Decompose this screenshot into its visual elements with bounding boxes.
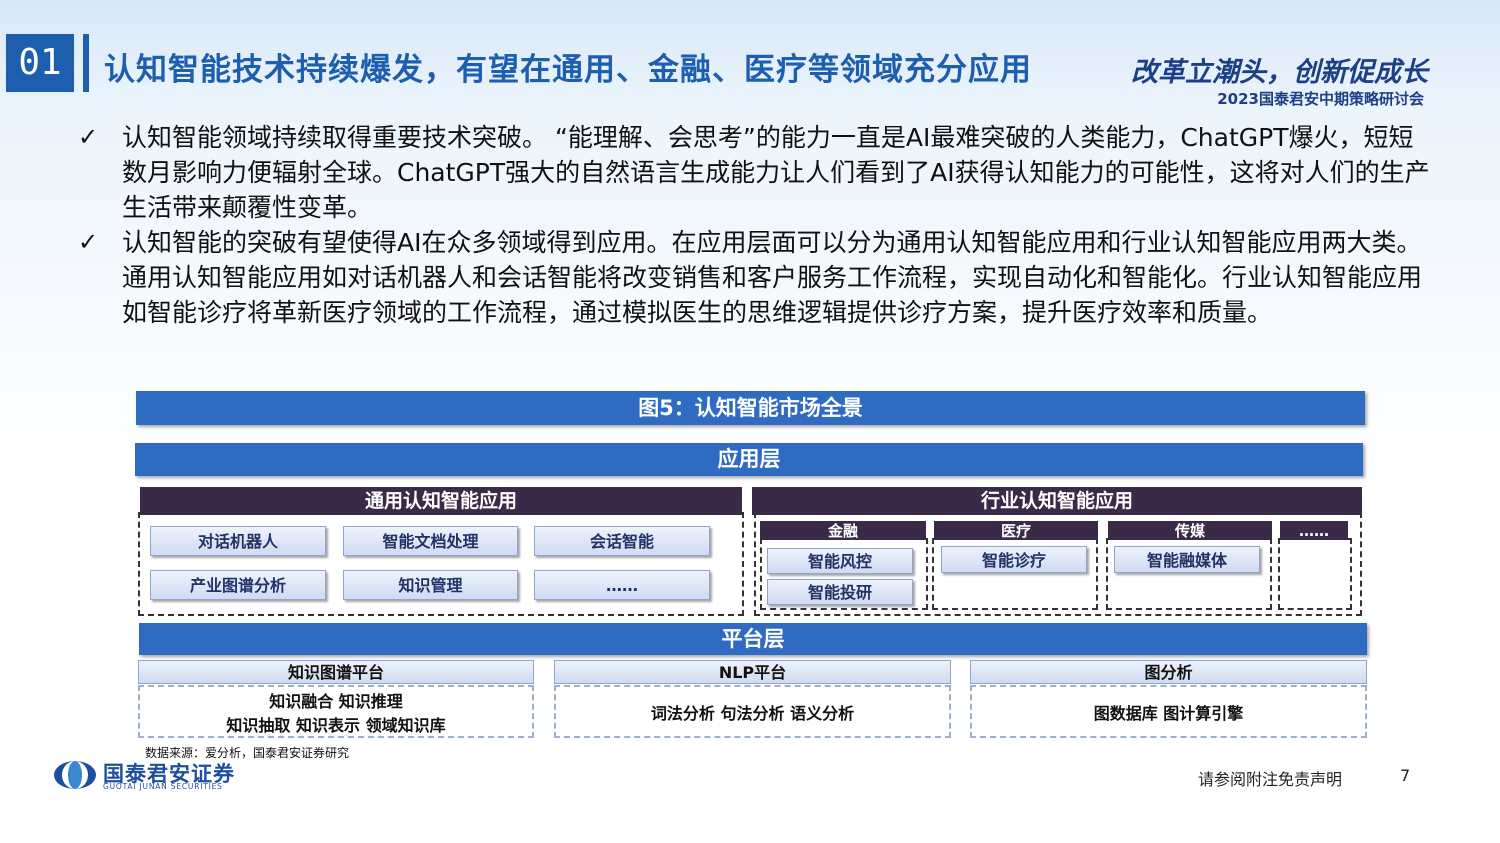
slogan: 改革立潮头，创新促成长 [1131,57,1428,88]
platform-features: 图数据库 图计算引擎 [1093,703,1244,723]
bullet-text: 认知智能领域持续取得重要技术突破。 “能理解、会思考”的能力一直是AI最难突破的… [122,123,1430,222]
header-band [0,0,1500,100]
company-logo-text: 国泰君安证券 [103,762,235,786]
bullet-list: ✓ 认知智能领域持续取得重要技术突破。 “能理解、会思考”的能力一直是AI最难突… [78,120,1438,330]
platform-header-kg: 知识图谱平台 [138,660,534,684]
data-source: 数据来源：爱分析，国泰君安证券研究 [145,746,350,760]
section-divider [83,34,89,92]
app-chip: 智能文档处理 [343,526,518,556]
app-chip: 对话机器人 [150,526,326,556]
industry-chip: 智能融媒体 [1114,546,1260,573]
page-title: 认知智能技术持续爆发，有望在通用、金融、医疗等领域充分应用 [104,52,1032,88]
platform-features: 知识融合 知识推理 [269,691,403,711]
platform-box-kg: 知识融合 知识推理 知识抽取 知识表示 领域知识库 [138,685,534,738]
app-chip: …… [534,570,710,600]
media-header: 传媒 [1108,521,1272,540]
platform-layer-bar: 平台层 [139,623,1367,655]
app-chip: 会话智能 [534,526,710,556]
more-header: …… [1280,521,1348,540]
check-icon: ✓ [78,228,99,256]
platform-features: 知识抽取 知识表示 领域知识库 [226,715,446,735]
app-chip: 知识管理 [343,570,518,600]
finance-header: 金融 [760,521,926,540]
company-logo-icon [54,761,96,789]
medical-header: 医疗 [934,521,1098,540]
platform-features: 词法分析 句法分析 语义分析 [650,703,855,723]
bullet-text: 认知智能的突破有望使得AI在众多领域得到应用。在应用层面可以分为通用认知智能应用… [122,228,1423,327]
section-number: 01 [6,34,74,92]
event-name: 2023国泰君安中期策略研讨会 [1217,90,1424,108]
industry-chip: 智能诊疗 [941,546,1087,573]
company-logo-english: GUOTAI JUNAN SECURITIES [103,782,223,791]
application-layer-bar: 应用层 [135,443,1363,476]
bullet-item: ✓ 认知智能的突破有望使得AI在众多领域得到应用。在应用层面可以分为通用认知智能… [78,225,1438,330]
industry-apps-header: 行业认知智能应用 [752,487,1362,515]
platform-box-graph: 图数据库 图计算引擎 [970,685,1367,738]
platform-header-nlp: NLP平台 [554,660,951,684]
check-icon: ✓ [78,123,99,151]
industry-chip: 智能风控 [767,548,913,574]
platform-box-nlp: 词法分析 句法分析 语义分析 [554,685,951,738]
general-apps-header: 通用认知智能应用 [140,487,742,515]
platform-header-graph: 图分析 [970,660,1367,684]
figure-title: 图5：认知智能市场全景 [136,391,1365,425]
more-box [1278,538,1352,610]
bullet-item: ✓ 认知智能领域持续取得重要技术突破。 “能理解、会思考”的能力一直是AI最难突… [78,120,1438,225]
disclaimer-link[interactable]: 请参阅附注免责声明 [1198,770,1343,789]
app-chip: 产业图谱分析 [150,570,326,600]
industry-chip: 智能投研 [767,579,913,605]
page-number: 7 [1400,766,1411,785]
